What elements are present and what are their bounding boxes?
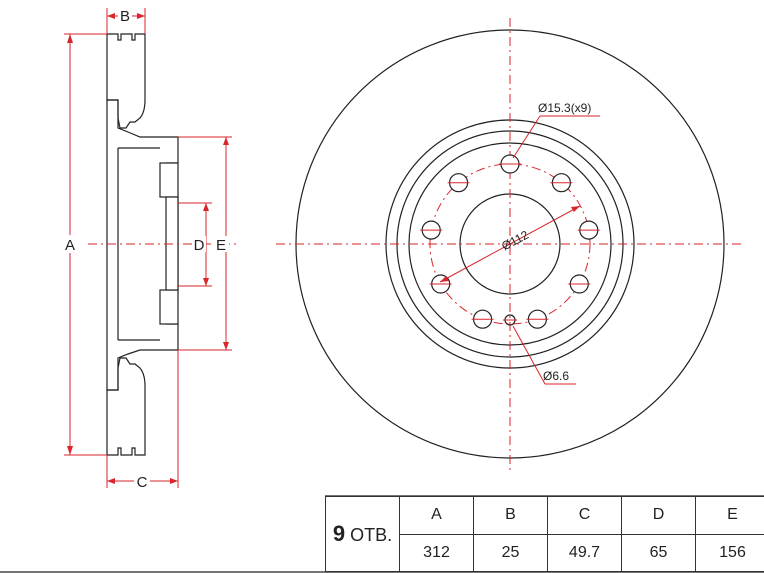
value-B: 25 [473,533,548,572]
header-C: C [547,496,622,535]
table-header-row: 9 ОТВ. A B C D E [325,496,764,572]
header-B: B [473,496,548,535]
header-E: E [695,496,764,535]
dim-A-label: A [65,237,75,254]
holes-cell: 9 ОТВ. [325,496,400,572]
header-A: A [399,496,474,535]
side-section-view: A B C D E [61,8,240,491]
holes-count: 9 [332,521,346,546]
value-D: 65 [621,533,696,572]
front-view: Ø15.3(x9) Ø112 Ø6.6 [276,18,744,470]
dim-D-label: D [194,237,205,254]
dim-B-label: B [120,8,130,25]
header-D: D [621,496,696,535]
value-C: 49.7 [547,533,622,572]
value-E: 156 [695,533,764,572]
spec-table: 9 ОТВ. A B C D E 312 25 49.7 65 156 [325,496,764,572]
holes-unit: ОТВ. [350,525,393,545]
table-value-row: 312 25 49.7 65 156 [326,533,764,572]
pcd-callout: Ø112 [499,227,531,253]
bolt-hole-callout: Ø15.3(x9) [538,101,591,115]
dim-E-label: E [216,237,226,254]
value-A: 312 [399,533,474,572]
dim-C-label: C [137,474,148,491]
bolt-holes [420,154,600,329]
small-hole-callout: Ø6.6 [543,369,569,383]
